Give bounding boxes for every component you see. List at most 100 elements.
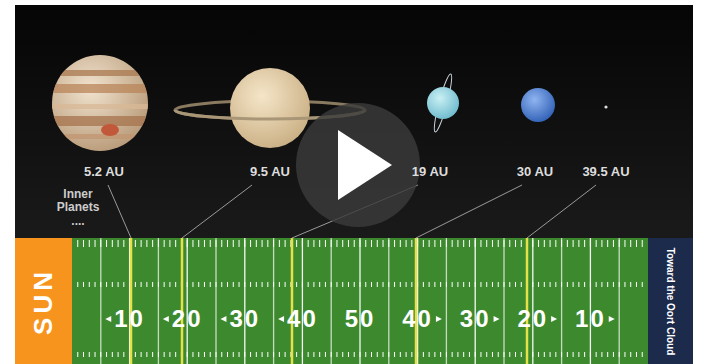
hash-mark xyxy=(354,282,355,287)
hash-mark xyxy=(561,282,562,287)
hash-mark xyxy=(308,352,309,357)
hash-mark xyxy=(630,240,631,247)
distance-label: 5.2 AU xyxy=(84,164,124,179)
hash-mark xyxy=(216,282,217,287)
hash-mark xyxy=(475,352,476,357)
yard-number: 40 xyxy=(402,305,433,333)
yard-line xyxy=(158,238,159,364)
hash-mark xyxy=(624,282,625,287)
hash-mark xyxy=(434,282,435,287)
hash-mark xyxy=(619,240,620,247)
hash-mark xyxy=(400,240,401,247)
hash-mark xyxy=(354,352,355,357)
hash-mark xyxy=(642,282,643,287)
hash-mark xyxy=(498,282,499,287)
hash-mark xyxy=(187,282,188,287)
hash-mark xyxy=(406,352,407,357)
hash-mark xyxy=(584,282,585,287)
hash-mark xyxy=(544,240,545,247)
hash-mark xyxy=(411,282,412,287)
hash-mark xyxy=(567,352,568,357)
distance-label: 19 AU xyxy=(412,164,448,179)
hash-mark xyxy=(636,352,637,357)
hash-mark xyxy=(532,282,533,287)
hash-mark xyxy=(377,352,378,357)
hash-mark xyxy=(210,282,211,287)
hash-mark xyxy=(457,352,458,357)
hash-mark xyxy=(342,240,343,247)
hash-mark xyxy=(619,282,620,287)
yard-line xyxy=(129,238,130,364)
hash-mark xyxy=(302,240,303,247)
hash-mark xyxy=(325,352,326,357)
hash-mark xyxy=(601,282,602,287)
hash-mark xyxy=(642,352,643,357)
hash-mark xyxy=(221,352,222,357)
hash-mark xyxy=(544,282,545,287)
hash-mark xyxy=(313,352,314,357)
neptune xyxy=(521,88,555,122)
hash-mark xyxy=(123,240,124,247)
yard-arrow xyxy=(494,316,500,322)
hash-mark xyxy=(550,352,551,357)
oort-endzone: Toward the Oort Cloud xyxy=(648,238,693,364)
hash-mark xyxy=(504,240,505,247)
hash-mark xyxy=(239,352,240,357)
hash-mark xyxy=(601,240,602,247)
hash-mark xyxy=(377,240,378,247)
hash-mark xyxy=(509,352,510,357)
hash-mark xyxy=(613,352,614,357)
hash-mark xyxy=(400,352,401,357)
hash-mark xyxy=(158,240,159,247)
hash-mark xyxy=(221,282,222,287)
hash-mark xyxy=(342,282,343,287)
hash-mark xyxy=(169,352,170,357)
yard-arrow xyxy=(609,316,615,322)
hash-mark xyxy=(279,282,280,287)
dots-label: .... xyxy=(71,214,84,228)
hash-mark xyxy=(406,240,407,247)
hash-mark xyxy=(596,352,597,357)
hash-mark xyxy=(250,240,251,247)
hash-mark xyxy=(285,352,286,357)
hash-mark xyxy=(135,240,136,247)
hash-mark xyxy=(89,282,90,287)
hash-mark xyxy=(446,352,447,357)
hash-mark xyxy=(187,240,188,247)
hash-mark xyxy=(590,352,591,357)
hash-mark xyxy=(192,282,193,287)
hash-mark xyxy=(244,240,245,247)
hash-mark xyxy=(198,240,199,247)
inner-planets-label: Inner Planets xyxy=(55,188,101,214)
hash-mark xyxy=(371,352,372,357)
hash-mark xyxy=(112,282,113,287)
yard-line xyxy=(100,238,101,364)
hash-mark xyxy=(319,240,320,247)
yard-line xyxy=(475,238,476,364)
hash-mark xyxy=(578,282,579,287)
hash-mark xyxy=(319,282,320,287)
hash-mark xyxy=(244,282,245,287)
hash-mark xyxy=(112,352,113,357)
yard-number: 50 xyxy=(345,305,376,333)
hash-mark xyxy=(83,240,84,247)
hash-mark xyxy=(365,240,366,247)
hash-mark xyxy=(475,240,476,247)
hash-mark xyxy=(607,240,608,247)
hash-mark xyxy=(106,240,107,247)
hash-mark xyxy=(308,240,309,247)
hash-mark xyxy=(336,282,337,287)
hash-mark xyxy=(538,240,539,247)
hash-mark xyxy=(388,282,389,287)
hash-mark xyxy=(423,282,424,287)
hash-mark xyxy=(216,352,217,357)
hash-mark xyxy=(100,282,101,287)
hash-mark xyxy=(233,240,234,247)
hash-mark xyxy=(118,352,119,357)
hash-mark xyxy=(371,282,372,287)
hash-mark xyxy=(544,352,545,357)
yard-line xyxy=(446,238,447,364)
hash-mark xyxy=(89,240,90,247)
hash-mark xyxy=(596,282,597,287)
hash-mark xyxy=(336,240,337,247)
